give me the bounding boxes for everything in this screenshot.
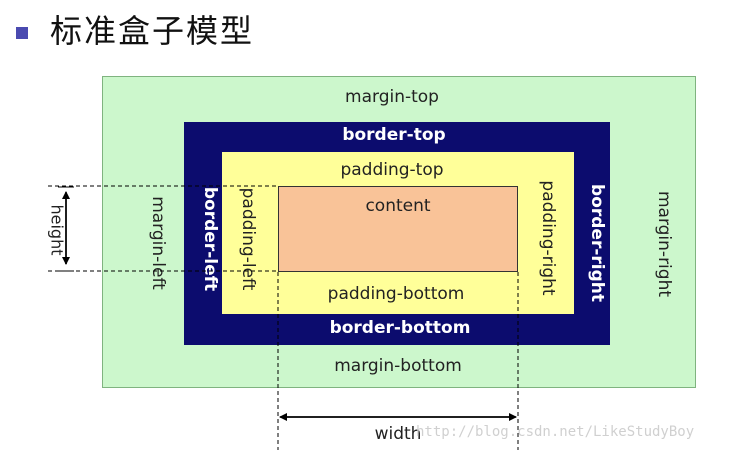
page-title: 标准盒子模型 (50, 12, 255, 50)
margin-bottom-label: margin-bottom (334, 356, 462, 376)
padding-bottom-label: padding-bottom (327, 284, 465, 304)
content-area (278, 186, 518, 272)
margin-top-label: margin-top (345, 87, 439, 107)
width-label: width (374, 424, 422, 444)
border-top-label: border-top (342, 125, 446, 145)
border-bottom-label: border-bottom (329, 318, 471, 338)
content-label: content (365, 196, 431, 216)
padding-top-label: padding-top (340, 160, 444, 180)
title-bullet (16, 27, 28, 39)
watermark-url: http://blog.csdn.net/LikeStudyBoy (416, 424, 695, 440)
